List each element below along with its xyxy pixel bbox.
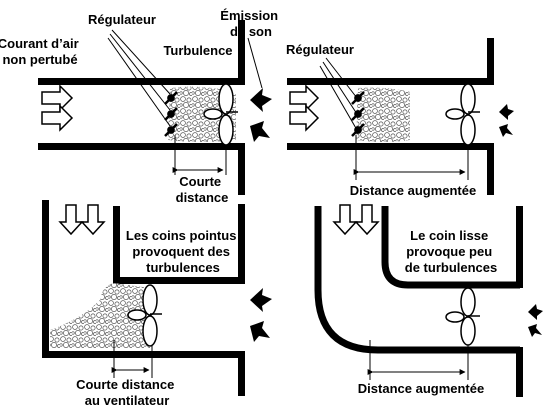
duct-wall-inner-vertical — [113, 206, 120, 284]
label-regulator: Régulateur — [286, 42, 354, 57]
fan-icon — [203, 83, 238, 146]
duct-wall-bottom-flange — [238, 351, 245, 396]
regulator-blades — [164, 91, 178, 137]
duct-wall-bottom — [42, 351, 245, 358]
label-smooth-corner: Le coin lisse provoque peu de turbulence… — [405, 228, 497, 275]
sound-emission-arrows-icon — [499, 104, 514, 137]
label-increased-distance: Distance augmentée — [350, 183, 476, 198]
airflow-arrows-down-icon — [332, 204, 380, 236]
duct-wall-bottom — [38, 143, 245, 150]
duct-wall-top-flange — [238, 20, 245, 85]
panel-top-left: Courant d’air non pertubé Régulateur Tur… — [0, 8, 281, 205]
leader-lines — [369, 340, 469, 380]
panel-bottom-left: Les coins pointus provoquent des turbule… — [42, 200, 272, 408]
sound-emission-arrows-icon — [250, 288, 272, 342]
airflow-arrows-down-icon — [58, 204, 106, 236]
panel-bottom-right: Le coin lisse provoque peu de turbulence… — [314, 204, 543, 397]
duct-wall-inner-curved — [381, 206, 520, 289]
duct-wall-top-flange — [516, 206, 523, 288]
fan-icon — [445, 287, 480, 346]
label-sound-emission: Émission de son — [220, 8, 281, 39]
fan-icon — [445, 83, 480, 146]
duct-wall-outer-vertical — [42, 200, 49, 358]
panel-top-right: Régulateur Distance augmentée — [286, 38, 514, 198]
duct-wall-bottom-flange — [238, 143, 245, 195]
duct-wall-top-flange — [487, 38, 494, 85]
duct-wall-bottom — [287, 143, 494, 150]
airflow-arrows-icon — [41, 84, 74, 132]
duct-wall-top-flange — [238, 204, 245, 284]
label-turbulence: Turbulence — [163, 43, 232, 58]
leader-lines — [319, 57, 469, 180]
label-increased-distance: Distance augmentée — [358, 381, 484, 396]
turbulence-cloud — [356, 87, 410, 142]
regulator-blades — [351, 91, 365, 137]
duct-wall-bottom-flange — [516, 347, 523, 397]
airflow-arrows-icon — [289, 84, 320, 132]
sound-emission-arrows-icon — [250, 88, 272, 142]
sound-emission-arrows-icon — [528, 304, 543, 337]
turbulence-cloud — [50, 283, 150, 348]
label-regulator: Régulateur — [88, 12, 156, 27]
label-short-distance-to-fan: Courte distance au ventilateur — [76, 377, 178, 408]
fan-icon — [127, 284, 162, 347]
label-air: Courant d’air non pertubé — [0, 36, 82, 67]
duct-wall-top — [113, 277, 245, 284]
label-short-distance: Courte distance — [176, 174, 229, 205]
duct-wall-outer-curved — [314, 206, 520, 354]
duct-wall-bottom-flange — [487, 143, 494, 195]
duct-wall-top — [38, 78, 238, 85]
label-sharp-corners: Les coins pointus provoquent des turbule… — [126, 228, 240, 275]
duct-wall-top — [287, 78, 487, 85]
